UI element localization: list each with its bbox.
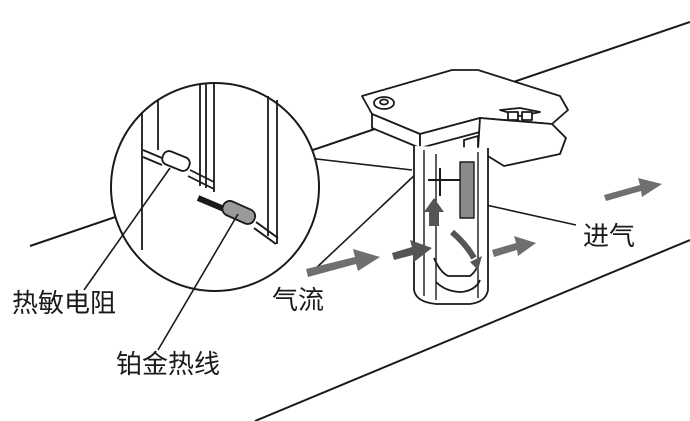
magnifier-leader-lines xyxy=(307,157,419,271)
intake-channel xyxy=(459,161,475,219)
label-airflow: 气流 xyxy=(272,286,325,316)
label-intake: 进气 xyxy=(583,222,636,252)
platinum-wire-element xyxy=(196,195,279,245)
label-leaders xyxy=(83,167,577,351)
airflow-arrow-into-sensor xyxy=(392,240,432,262)
wire-leader xyxy=(157,213,239,351)
intake-leader xyxy=(485,204,577,226)
airflow-arrow-curve xyxy=(450,229,477,260)
magnified-detail xyxy=(110,82,320,292)
connector-housing xyxy=(477,117,567,167)
thermistor-leader xyxy=(83,167,171,291)
airflow-arrow-up xyxy=(424,198,444,226)
pipe-lower-edge xyxy=(254,239,690,421)
label-platinum-wire: 铂金热线 xyxy=(116,350,221,380)
airflow-arrow-exit xyxy=(492,236,536,257)
label-thermistor: 热敏电阻 xyxy=(12,289,117,319)
airflow-arrow-left xyxy=(306,249,380,277)
thermistor-element xyxy=(142,149,215,190)
maf-sensor-body xyxy=(361,69,569,305)
sensor-probe xyxy=(413,146,489,305)
airflow-arrow-downstream xyxy=(604,178,662,201)
magnifier-circle xyxy=(110,82,320,292)
airflow-arrows xyxy=(306,178,662,277)
